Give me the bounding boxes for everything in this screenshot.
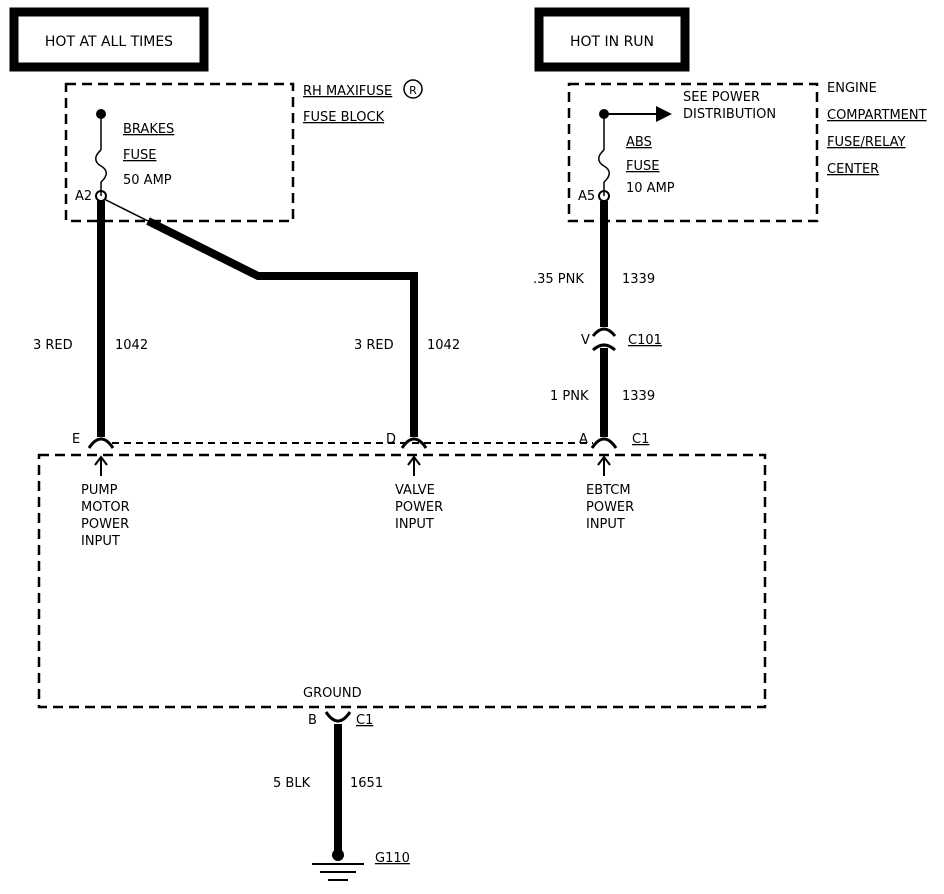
left-wire-gauge: 3 RED	[33, 338, 73, 353]
valve-input-line1: VALVE	[395, 483, 435, 498]
abs-fuse-label: FUSE	[626, 159, 659, 174]
ebcm-module-outline	[37, 453, 767, 709]
right-lower-wire-circuit: 1339	[622, 389, 655, 404]
brakes-fuse-symbol	[95, 149, 107, 183]
brakes-fuse-name: BRAKES	[123, 122, 174, 137]
ebtcm-input-line3: INPUT	[586, 517, 625, 532]
ebtcm-input-line1: EBTCM	[586, 483, 631, 498]
valve-input-arrow-icon	[407, 455, 421, 476]
terminal-a-connector	[590, 437, 618, 449]
registered-mark-circle	[403, 79, 423, 99]
distribution-label: DISTRIBUTION	[683, 107, 776, 122]
registered-mark: R	[409, 84, 417, 97]
ground-wire-gauge: 5 BLK	[273, 776, 311, 791]
c101-name-label: C101	[628, 333, 662, 348]
brakes-fuse-rating: 50 AMP	[123, 173, 172, 188]
c101-connector-top	[591, 327, 617, 337]
ground-symbol-icon	[312, 863, 364, 881]
hot-at-all-times-box: HOT AT ALL TIMES	[9, 7, 209, 72]
center-label: CENTER	[827, 162, 879, 177]
terminal-a-label: A	[579, 432, 588, 447]
ebtcm-input-line2: POWER	[586, 500, 634, 515]
fuse-block-label: FUSE BLOCK	[303, 110, 385, 125]
mid-wire-circuit: 1042	[427, 338, 460, 353]
pump-input-arrow-icon	[94, 455, 108, 476]
terminal-d-label: D	[386, 432, 396, 447]
ground-wire-circuit: 1651	[350, 776, 383, 791]
ground-splice-dot	[332, 849, 344, 861]
terminal-e-connector	[87, 437, 115, 449]
ground-pin-label: B	[308, 713, 317, 728]
ground-connector-label: C1	[356, 713, 373, 728]
ground-label: GROUND	[303, 686, 362, 701]
rh-maxifuse-label: RH MAXIFUSE	[303, 84, 392, 99]
right-upper-wire-circuit: 1339	[622, 272, 655, 287]
pump-input-line1: PUMP	[81, 483, 118, 498]
terminal-a5-label: A5	[578, 189, 595, 204]
valve-input-line2: POWER	[395, 500, 443, 515]
c101-pin-label: V	[581, 333, 590, 348]
right-upper-wire-gauge: .35 PNK	[533, 272, 584, 287]
terminal-e-label: E	[72, 432, 80, 447]
valve-input-line3: INPUT	[395, 517, 434, 532]
brakes-fuse-splice-dot	[96, 109, 106, 119]
wire-branch-thin	[103, 198, 151, 223]
see-power-label: SEE POWER	[683, 90, 760, 105]
abs-fuse-symbol	[598, 149, 610, 183]
right-lower-wire-gauge: 1 PNK	[550, 389, 589, 404]
abs-fuse-name: ABS	[626, 135, 652, 150]
hot-in-run-box: HOT IN RUN	[534, 7, 690, 72]
mid-wire-gauge: 3 RED	[354, 338, 394, 353]
abs-fuse-rating: 10 AMP	[626, 181, 675, 196]
ebtcm-connector-label: C1	[632, 432, 649, 447]
pump-input-line3: POWER	[81, 517, 129, 532]
left-wire-circuit: 1042	[115, 338, 148, 353]
terminal-d-connector	[400, 437, 428, 449]
ground-terminal-connector	[324, 711, 352, 723]
power-distribution-arrow-icon	[656, 106, 672, 122]
engine-label: ENGINE	[827, 81, 877, 96]
c101-connector-bottom	[591, 343, 617, 352]
terminal-a2-label: A2	[75, 189, 92, 204]
hot-at-all-times-label: HOT AT ALL TIMES	[45, 34, 173, 50]
ebtcm-input-arrow-icon	[597, 455, 611, 476]
pump-input-line4: INPUT	[81, 534, 120, 549]
compartment-label: COMPARTMENT	[827, 108, 927, 123]
wire-valve-power	[146, 217, 418, 437]
ground-point-label: G110	[375, 851, 410, 866]
brakes-fuse-label: FUSE	[123, 148, 156, 163]
fuse-relay-label: FUSE/RELAY	[827, 135, 906, 150]
rh-fuse-block-outline	[64, 82, 295, 223]
hot-in-run-label: HOT IN RUN	[570, 34, 654, 50]
pump-input-line2: MOTOR	[81, 500, 130, 515]
